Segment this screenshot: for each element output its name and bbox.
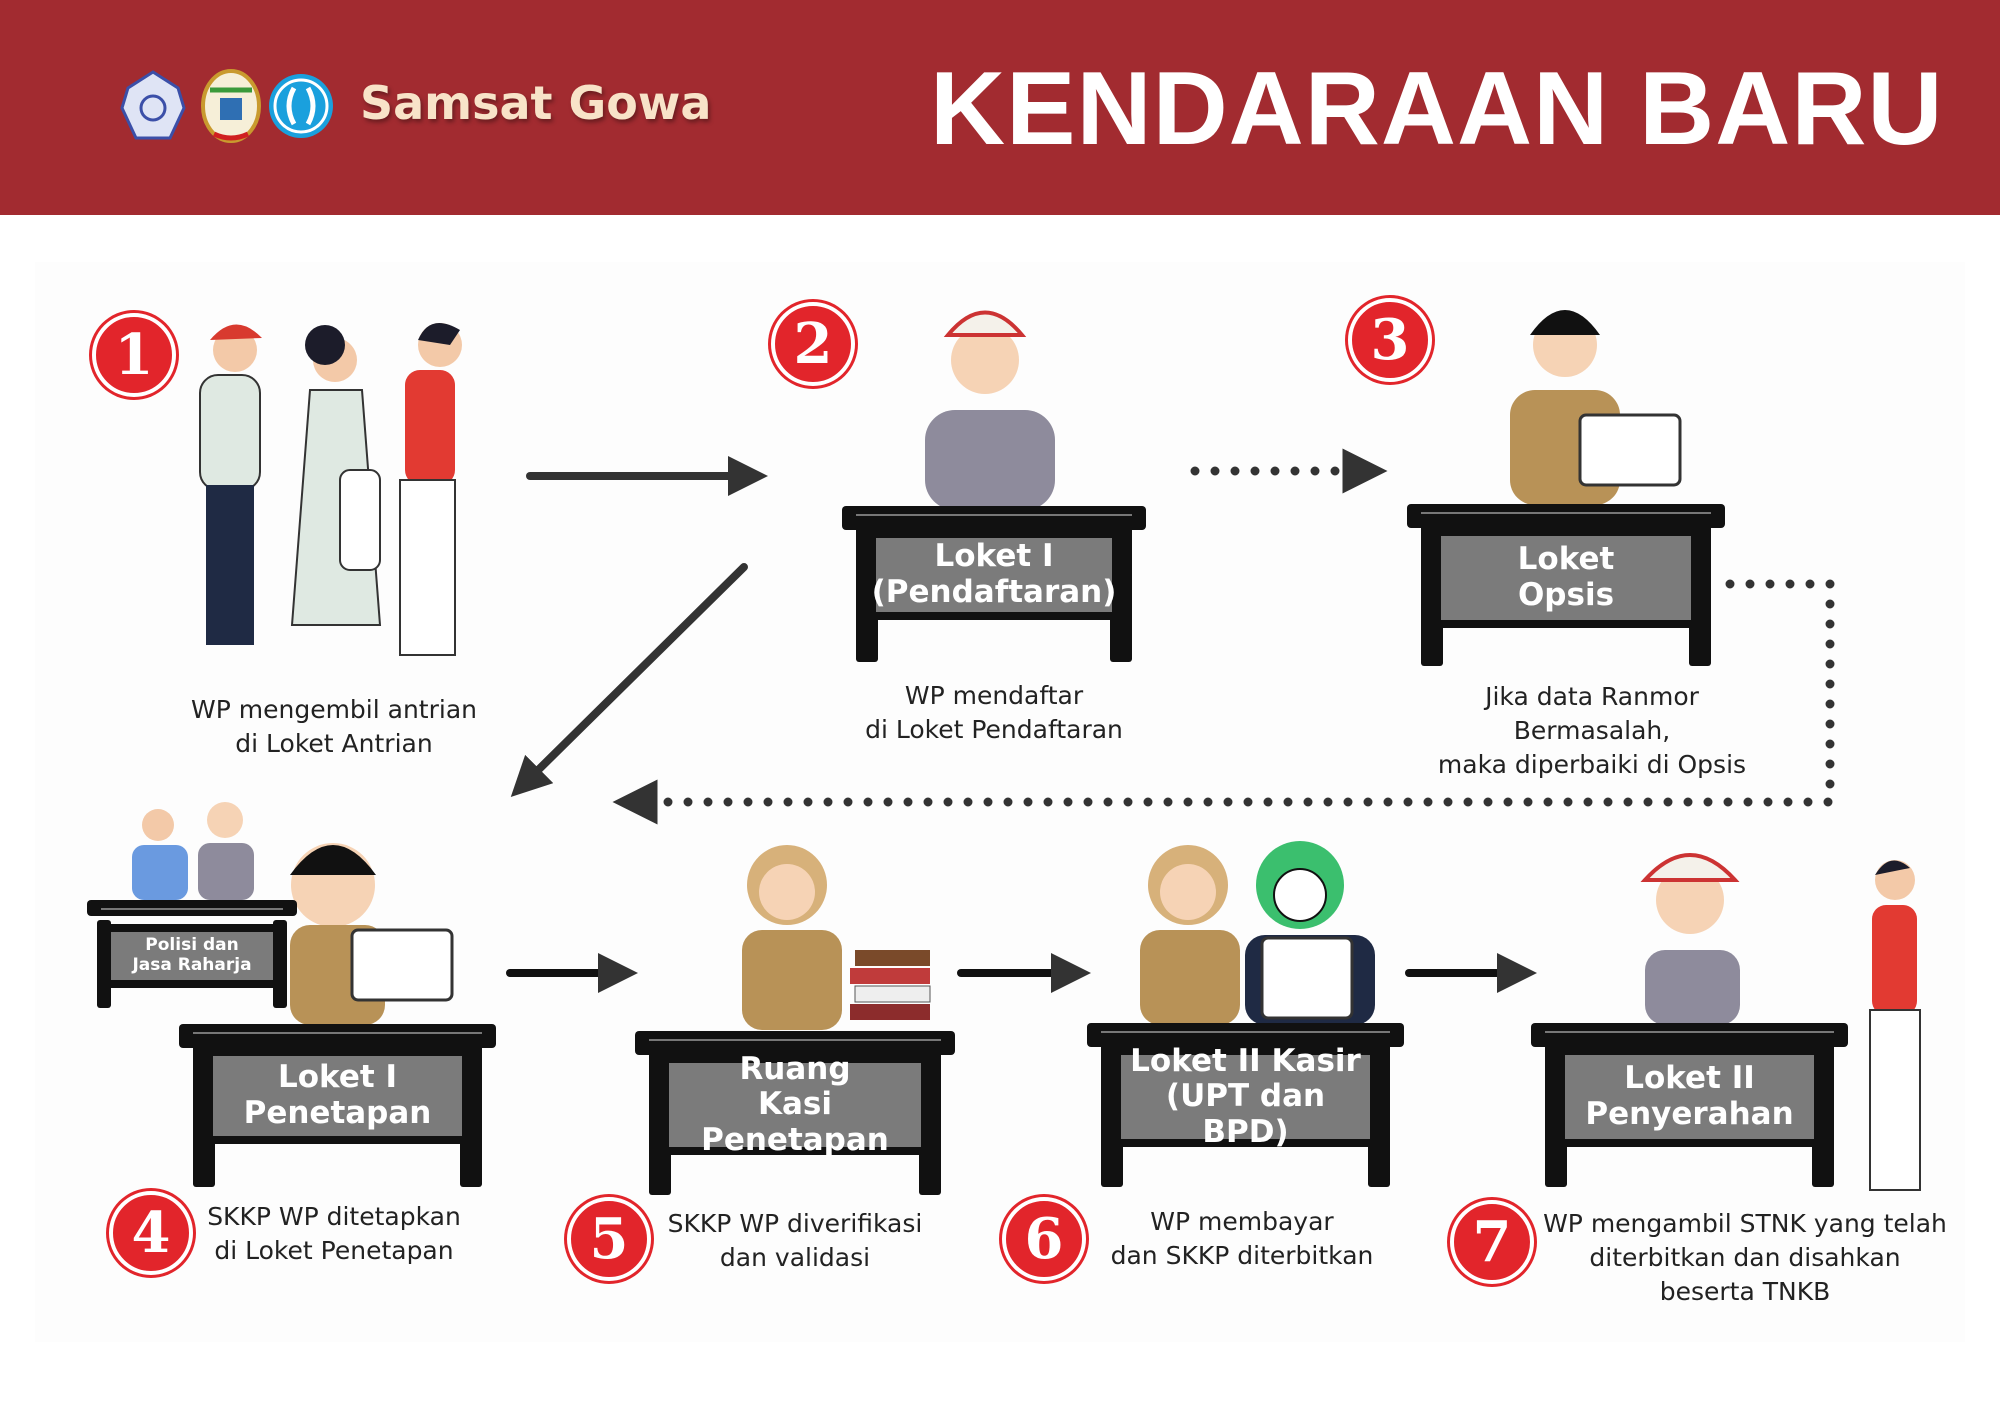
step-6-caption: WP membayar dan SKKP diterbitkan — [1032, 1205, 1452, 1273]
caption-line: WP mengambil STNK yang telah — [1543, 1209, 1947, 1238]
officer-penyerahan — [1640, 853, 1740, 1025]
step-badge-6: 6 — [1002, 1197, 1086, 1281]
polri-logo — [118, 68, 188, 144]
desk-label: Loket I — [277, 1059, 397, 1096]
desk-label: Loket I — [934, 538, 1054, 575]
caption-line: Bermasalah, — [1513, 716, 1671, 745]
step-2-caption: WP mendaftar di Loket Pendaftaran — [784, 679, 1204, 747]
caption-line: diterbitkan dan disahkan — [1589, 1243, 1901, 1272]
officers-kasir — [1140, 841, 1375, 1025]
caption-line: di Loket Pendaftaran — [865, 715, 1123, 744]
step-badge-2: 2 — [771, 302, 855, 386]
dotted-path-3-to-4 — [612, 579, 1835, 825]
customer-receiving — [1869, 860, 1921, 1191]
queue-person-2 — [290, 325, 382, 626]
sulsel-logo — [196, 68, 266, 144]
caption-line: WP mengembil antrian — [191, 695, 477, 724]
caption-line: di Loket Antrian — [235, 729, 433, 758]
caption-line: maka diperbaiki di Opsis — [1437, 750, 1747, 779]
desk-label: Polisi dan — [145, 935, 239, 956]
desk-label: Loket II Kasir — [1130, 1042, 1361, 1079]
caption-line: beserta TNKB — [1659, 1277, 1831, 1306]
police-officers-side-desk — [132, 802, 254, 900]
step-badge-3: 3 — [1348, 298, 1432, 382]
caption-line: WP mendaftar — [904, 681, 1084, 710]
desk-label: Kasi Penetapan — [701, 1086, 889, 1158]
jasa-raharja-logo — [266, 68, 336, 144]
desk-label: Penetapan — [243, 1095, 432, 1131]
step-badge-1: 1 — [92, 313, 176, 397]
officer-penetapan — [290, 843, 454, 1025]
arrow-2-to-4 — [510, 563, 748, 798]
desk-label: Ruang — [739, 1050, 851, 1087]
officer-kasi — [742, 845, 931, 1030]
caption-line: Jika data Ranmor — [1485, 682, 1699, 711]
step-5-caption: SKKP WP diverifikasi dan validasi — [585, 1207, 1005, 1275]
desk-loket-kasir: Loket II Kasir(UPT dan BPD) — [1087, 1023, 1404, 1187]
officer-pendaftaran — [925, 310, 1055, 510]
queue-person-1 — [199, 324, 262, 645]
queue-person-3 — [399, 322, 462, 656]
desk-label: (UPT dan BPD) — [1165, 1078, 1326, 1150]
desk-label: Jasa Raharja — [132, 955, 252, 975]
header-banner: Samsat Gowa KENDARAAN BARU — [0, 0, 2000, 215]
step-badge-7: 7 — [1450, 1200, 1534, 1284]
step-4-caption: SKKP WP ditetapkan di Loket Penetapan — [124, 1200, 544, 1268]
desk-label: Opsis — [1517, 577, 1615, 613]
step-badge-5: 5 — [567, 1197, 651, 1281]
brand-name: Samsat Gowa — [360, 76, 712, 130]
caption-line: dan validasi — [719, 1243, 871, 1272]
page-title: KENDARAAN BARU — [930, 51, 1944, 167]
desk-label: Penyerahan — [1585, 1096, 1794, 1132]
caption-line: SKKP WP ditetapkan — [207, 1202, 461, 1231]
book-stack — [850, 950, 931, 1020]
step-7-caption: WP mengambil STNK yang telah diterbitkan … — [1535, 1207, 1955, 1309]
desk-loket-pendaftaran: Loket I(Pendaftaran) — [842, 506, 1146, 662]
step-1-caption: WP mengembil antrian di Loket Antrian — [124, 693, 544, 761]
desk-label: Loket II — [1624, 1060, 1755, 1097]
caption-line: di Loket Penetapan — [214, 1236, 454, 1265]
caption-line: dan SKKP diterbitkan — [1110, 1241, 1374, 1270]
desk-label: (Pendaftaran) — [871, 574, 1117, 610]
desk-label: Loket — [1517, 541, 1615, 578]
officer-opsis — [1510, 310, 1682, 505]
caption-line: SKKP WP diverifikasi — [667, 1209, 923, 1238]
step-badge-4: 4 — [109, 1191, 193, 1275]
caption-line: WP membayar — [1150, 1207, 1334, 1236]
